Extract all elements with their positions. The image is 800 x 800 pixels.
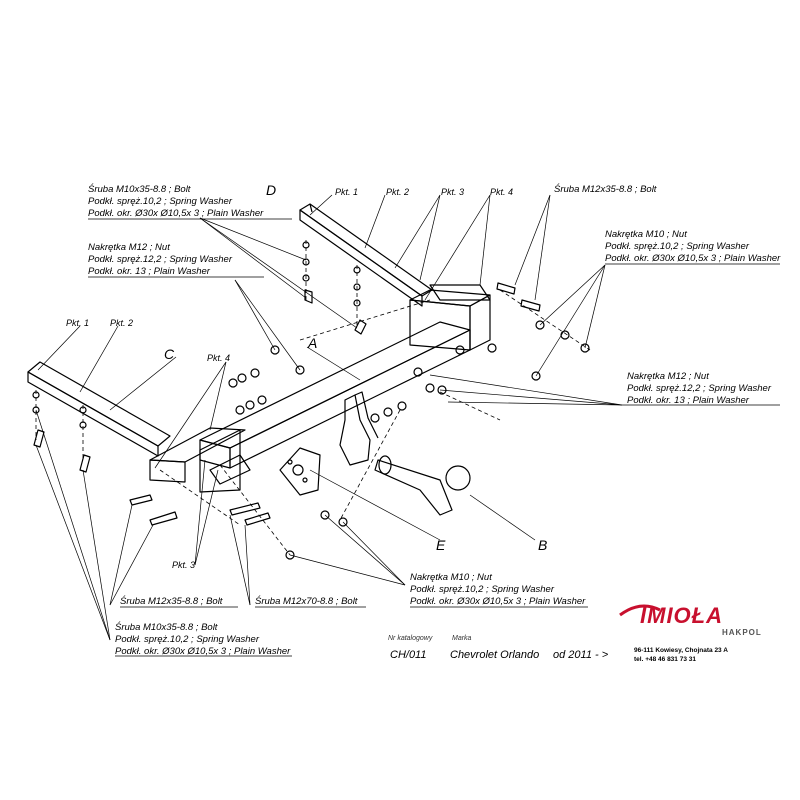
callout-top-right-nut-line1: Nakrętka M10 ; Nut <box>605 229 687 240</box>
label-pkt3-top: Pkt. 3 <box>441 187 465 197</box>
callout-left-nut-line3: Podkł. okr. 13 ; Plain Washer <box>88 266 210 277</box>
bolts <box>33 282 541 526</box>
callout-bolt-m12x35: Śruba M12x35-8.8 ; Bolt <box>120 596 223 607</box>
catalog-number: CH/011 <box>390 649 427 661</box>
label-b: B <box>538 537 548 553</box>
catalog-label: Nr katalogowy <box>388 635 433 642</box>
company-address: 96-111 Kowiesy, Chojnata 23 A <box>634 647 728 654</box>
callout-bottom-nut-line1: Nakrętka M10 ; Nut <box>410 572 492 583</box>
callout-right-nut-line1: Nakrętka M12 ; Nut <box>627 371 709 382</box>
label-pkt1-top: Pkt. 1 <box>335 187 359 197</box>
washers <box>32 241 590 560</box>
towbar-neck <box>339 391 379 466</box>
callout-top-right-bolt: Śruba M12x35-8.8 ; Bolt <box>554 184 657 195</box>
callout-left-nut-line2: Podkł. spręż.12,2 ; Spring Washer <box>88 254 232 265</box>
tow-ball-b <box>374 455 471 516</box>
label-pkt2-top: Pkt. 2 <box>386 187 410 197</box>
callout-right-nut-line2: Podkł. spręż.12,2 ; Spring Washer <box>627 383 771 394</box>
label-pkt3-bottom: Pkt. 3 <box>172 560 196 570</box>
callout-bottom-nut-line2: Podkł. spręż.10,2 ; Spring Washer <box>410 584 554 595</box>
company-phone: tel. +48 46 831 73 31 <box>634 656 696 663</box>
label-e: E <box>436 537 446 553</box>
bracket-c <box>27 361 171 457</box>
brand-logo: IMIOŁA <box>640 603 723 628</box>
callout-bottom-bolt-line3: Podkł. okr. Ø30x Ø10,5x 3 ; Plain Washer <box>115 646 291 657</box>
label-pkt4-left: Pkt. 4 <box>207 353 231 363</box>
callout-bottom-nut-line3: Podkł. okr. Ø30x Ø10,5x 3 ; Plain Washer <box>410 596 586 607</box>
callout-bottom-bolt-line1: Śruba M10x35-8.8 ; Bolt <box>115 622 218 633</box>
callout-right-nut-line3: Podkł. okr. 13 ; Plain Washer <box>627 395 749 406</box>
callout-top-right-nut-line3: Podkł. okr. Ø30x Ø10,5x 3 ; Plain Washer <box>605 253 781 264</box>
callout-top-bolt-line2: Podkł. spręż.10,2 ; Spring Washer <box>88 196 232 207</box>
label-pkt4-top: Pkt. 4 <box>490 187 514 197</box>
label-pkt2-left: Pkt. 2 <box>110 318 134 328</box>
socket-plate-e <box>279 447 321 496</box>
callout-top-right-nut-line2: Podkł. spręż.10,2 ; Spring Washer <box>605 241 749 252</box>
callout-bottom-bolt-line2: Podkł. spręż.10,2 ; Spring Washer <box>115 634 259 645</box>
bracket-d <box>299 203 433 307</box>
model-year: od 2011 - > <box>553 649 609 661</box>
assembly-guide-lines <box>35 240 591 556</box>
label-pkt1-left: Pkt. 1 <box>66 318 90 328</box>
label-c: C <box>164 346 175 362</box>
brand-label: Marka <box>452 635 472 642</box>
callout-top-bolt-line1: Śruba M10x35-8.8 ; Bolt <box>88 184 191 195</box>
vehicle-model: Chevrolet Orlando <box>450 649 540 661</box>
label-a: A <box>308 335 318 351</box>
callout-left-nut-line1: Nakrętka M12 ; Nut <box>88 242 170 253</box>
leader-lines <box>35 194 780 657</box>
left-side-plate <box>149 427 251 493</box>
brand-sub: HAKPOL <box>722 628 762 637</box>
logo-swoosh <box>619 604 661 617</box>
callout-top-bolt-line3: Podkł. okr. Ø30x Ø10,5x 3 ; Plain Washer <box>88 208 264 219</box>
label-d: D <box>266 182 277 198</box>
callout-bolt-m12x70: Śruba M12x70-8.8 ; Bolt <box>255 596 358 607</box>
